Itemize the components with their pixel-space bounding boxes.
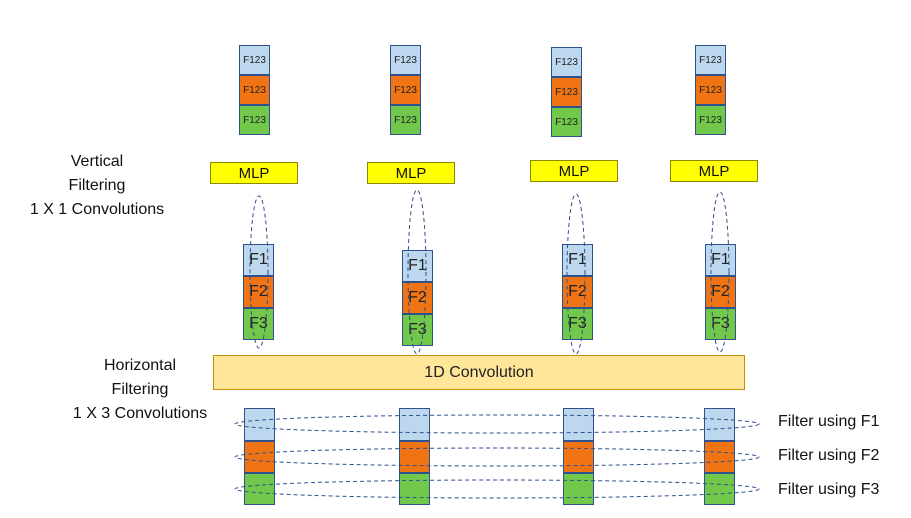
mlp-box-3: MLP [530,160,618,182]
mid-stack-2-cell-1: F1 [402,250,433,282]
top-stack-4-cell-3: F123 [695,105,726,135]
bottom-stack-3-cell-2 [563,441,594,473]
bottom-stack-1-cell-3 [244,473,275,505]
filter-label-f2: Filter using F2 [778,447,880,464]
filter-label-f3: Filter using F3 [778,481,880,498]
horizontal-label-line-1: Horizontal [103,357,177,374]
top-stack-3-cell-1: F123 [551,47,582,77]
mid-stack-2-cell-3: F3 [402,314,433,346]
top-stack-3-cell-2: F123 [551,77,582,107]
mid-stack-2-cell-2: F2 [402,282,433,314]
vertical-ellipse-3 [566,193,586,355]
top-stack-2-cell-3: F123 [390,105,421,135]
horizontal-label-line-2: Filtering [111,381,169,398]
mlp-box-1: MLP [210,162,298,184]
vertical-label-line-2: Filtering [68,177,126,194]
vertical-ellipse-4 [710,191,730,353]
vertical-filtering-label: Vertical Filtering 1 X 1 Convolutions [12,150,182,222]
bottom-stack-2-cell-3 [399,473,430,505]
mid-stack-4-cell-2: F2 [705,276,736,308]
horizontal-filtering-label: Horizontal Filtering 1 X 3 Convolutions [52,354,228,426]
bottom-stack-4-cell-2 [704,441,735,473]
top-stack-4-cell-1: F123 [695,45,726,75]
bottom-stack-1-cell-2 [244,441,275,473]
horizontal-label-line-3: 1 X 3 Convolutions [72,405,208,422]
bottom-stack-3-cell-1 [563,408,594,441]
top-stack-1-cell-1: F123 [239,45,270,75]
conv-1d-box: 1D Convolution [213,355,745,390]
mid-stack-4-cell-1: F1 [705,244,736,276]
top-stack-2-cell-1: F123 [390,45,421,75]
bottom-stack-1-cell-1 [244,408,275,441]
vertical-ellipse-1 [249,195,269,349]
mid-stack-1-cell-2: F2 [243,276,274,308]
mid-stack-3-cell-3: F3 [562,308,593,340]
top-stack-1-cell-2: F123 [239,75,270,105]
mlp-box-4: MLP [670,160,758,182]
filter-label-f1: Filter using F1 [778,413,880,430]
top-stack-3-cell-3: F123 [551,107,582,137]
top-stack-2-cell-2: F123 [390,75,421,105]
horizontal-ellipse-f1 [234,414,760,434]
bottom-stack-4-cell-1 [704,408,735,441]
top-stack-1-cell-3: F123 [239,105,270,135]
mid-stack-4-cell-3: F3 [705,308,736,340]
top-stack-4-cell-2: F123 [695,75,726,105]
vertical-label-line-3: 1 X 1 Convolutions [29,201,165,218]
vertical-label-line-1: Vertical [70,153,124,170]
bottom-stack-4-cell-3 [704,473,735,505]
bottom-stack-2-cell-1 [399,408,430,441]
bottom-stack-2-cell-2 [399,441,430,473]
horizontal-ellipse-f3 [234,479,760,499]
bottom-stack-3-cell-3 [563,473,594,505]
mid-stack-1-cell-3: F3 [243,308,274,340]
vertical-ellipse-2 [407,189,427,355]
mlp-box-2: MLP [367,162,455,184]
mid-stack-1-cell-1: F1 [243,244,274,276]
horizontal-ellipse-f2 [234,447,760,467]
